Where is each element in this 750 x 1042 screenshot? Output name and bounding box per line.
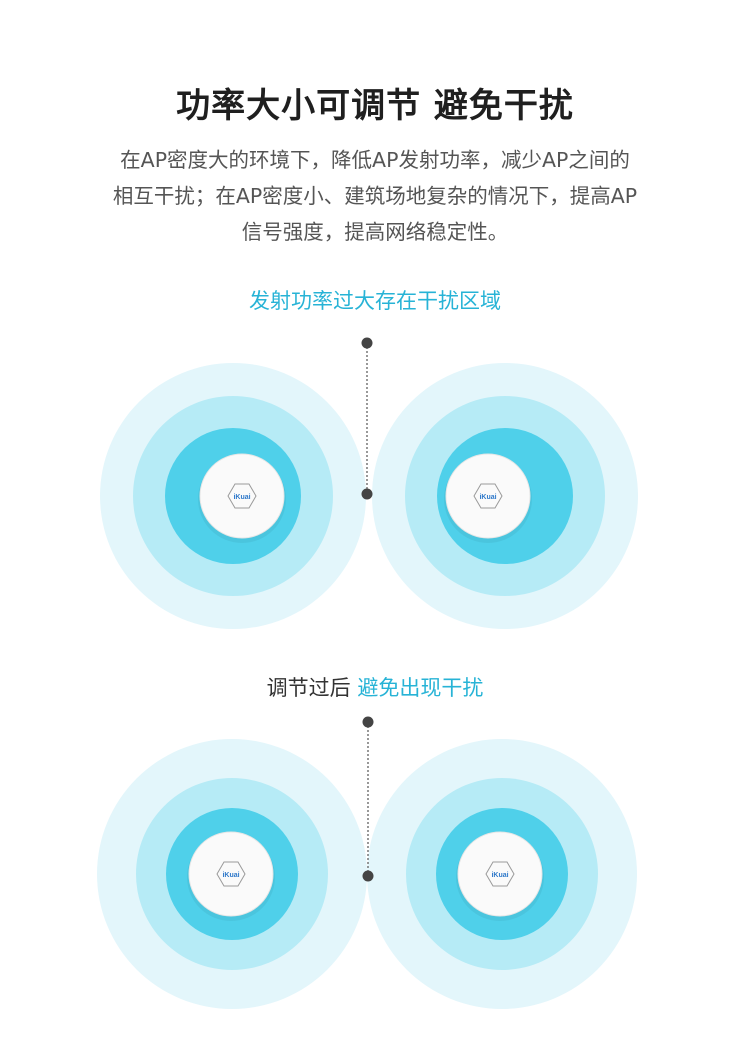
right-ap-logo: iKuai [479,494,496,501]
interference-diagram: iKuai iKuai [100,337,638,629]
page-title: 功率大小可调节 避免干扰 [176,86,574,126]
description-line-1: 在AP密度大的环境下，降低AP发射功率，减少AP之间的 [120,148,630,172]
left-ap-logo: iKuai [222,872,239,879]
description: 在AP密度大的环境下，降低AP发射功率，减少AP之间的 相互干扰；在AP密度小、… [0,142,750,250]
interference-caption: 发射功率过大存在干扰区域 [249,289,501,313]
adjusted-caption-highlight: 避免出现干扰 [357,676,484,700]
boundary-marker-top [362,716,374,728]
boundary-marker-top [361,337,373,349]
right-access-point-icon: iKuai [444,453,532,543]
boundary-marker-center [361,488,373,500]
right-access-point-icon: iKuai [456,831,544,921]
right-ap-logo: iKuai [491,872,508,879]
left-access-point-icon: iKuai [198,453,286,543]
left-coverage-adjusted [97,739,367,1009]
boundary-marker-center [362,870,374,882]
description-line-2: 相互干扰；在AP密度小、建筑场地复杂的情况下，提高AP [112,184,638,208]
no-interference-diagram: iKuai iKuai [97,716,637,1009]
adjusted-caption-prefix: 调节过后 [266,676,351,700]
adjusted-caption: 调节过后 避免出现干扰 [0,672,750,702]
left-access-point-icon: iKuai [187,831,275,921]
description-line-3: 信号强度，提高网络稳定性。 [241,220,509,244]
left-ap-logo: iKuai [233,494,250,501]
